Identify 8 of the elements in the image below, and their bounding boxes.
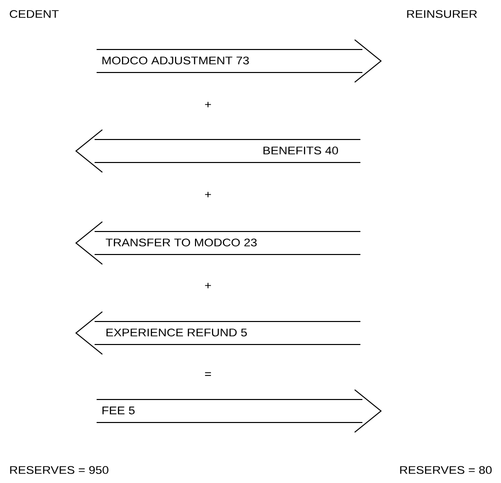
operator-sign: +: [205, 282, 211, 288]
operator-sign: +: [205, 102, 211, 108]
party-label: CEDENT: [10, 10, 59, 18]
operator-sign: =: [205, 372, 211, 376]
reserves-label: RESERVES = 80: [400, 466, 492, 474]
party-label: REINSURER: [407, 10, 477, 18]
reserves-label: RESERVES = 950: [10, 466, 108, 474]
operator-sign: +: [205, 192, 211, 198]
